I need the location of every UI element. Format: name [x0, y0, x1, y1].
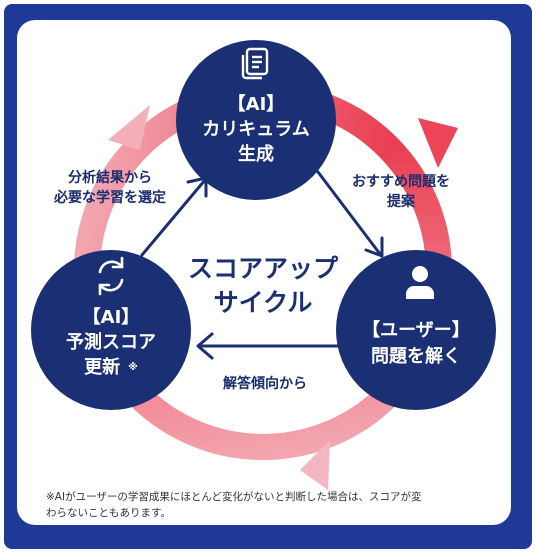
node-right-line-1: 問題を解く: [371, 346, 461, 367]
footnote: ※AIがユーザーの学習成果にほとんど変化がないと判断した場合は、スコアが変 わら…: [46, 489, 496, 521]
node-left-line-1: 予測スコア: [66, 332, 156, 353]
center-title-line-1: スコアアップ: [187, 254, 338, 283]
center-title: スコアアップ サイクル: [168, 252, 358, 320]
document-icon: [241, 47, 269, 80]
node-right-circle: [336, 250, 496, 410]
edge-top-to-right-line-1: おすすめ問題を: [352, 174, 450, 190]
ring-arrowhead-bottom: [300, 440, 330, 490]
edge-left-to-top: [140, 178, 207, 257]
ring-arrowhead-left: [108, 105, 150, 150]
node-left-label: 【AI】 予測スコア 更新 ※: [31, 305, 191, 380]
node-top-circle: [176, 40, 336, 200]
edge-left-to-top-line-1: 分析結果から: [68, 170, 152, 186]
node-left-mark: ※: [128, 362, 138, 373]
center-title-line-2: サイクル: [213, 288, 313, 317]
ring-arrowhead-right: [418, 118, 458, 168]
edge-left-to-top-label: 分析結果から 必要な学習を選定: [40, 168, 180, 208]
edge-right-to-left-label: 解答傾向から: [200, 374, 330, 394]
node-top-line-1: カリキュラム: [202, 119, 310, 140]
footnote-line-1: ※AIがユーザーの学習成果にほとんど変化がないと判断した場合は、スコアが変: [46, 491, 422, 503]
refresh-icon: [98, 256, 124, 296]
footnote-line-2: わらないこともあります。: [46, 507, 171, 519]
edge-left-to-top-line-2: 必要な学習を選定: [54, 190, 166, 206]
node-top-label: 【AI】 カリキュラム 生成: [176, 92, 336, 167]
edge-top-to-right-label: おすすめ問題を 提案: [336, 172, 466, 212]
node-right-tag: 【ユーザー】: [362, 320, 470, 341]
edge-top-to-right: [316, 170, 382, 256]
edge-top-to-right-line-2: 提案: [387, 194, 415, 210]
node-left-line-2-text: 更新: [84, 357, 121, 378]
node-top-tag: 【AI】: [227, 94, 285, 115]
node-right-label: 【ユーザー】 問題を解く: [336, 318, 496, 370]
edge-right-to-left-line-1: 解答傾向から: [223, 376, 307, 392]
user-icon: [406, 266, 434, 299]
node-top-line-2: 生成: [238, 144, 274, 165]
node-left-line-2: 更新 ※: [31, 355, 191, 380]
node-left-tag: 【AI】: [82, 307, 140, 328]
node-left-circle: [31, 250, 191, 410]
